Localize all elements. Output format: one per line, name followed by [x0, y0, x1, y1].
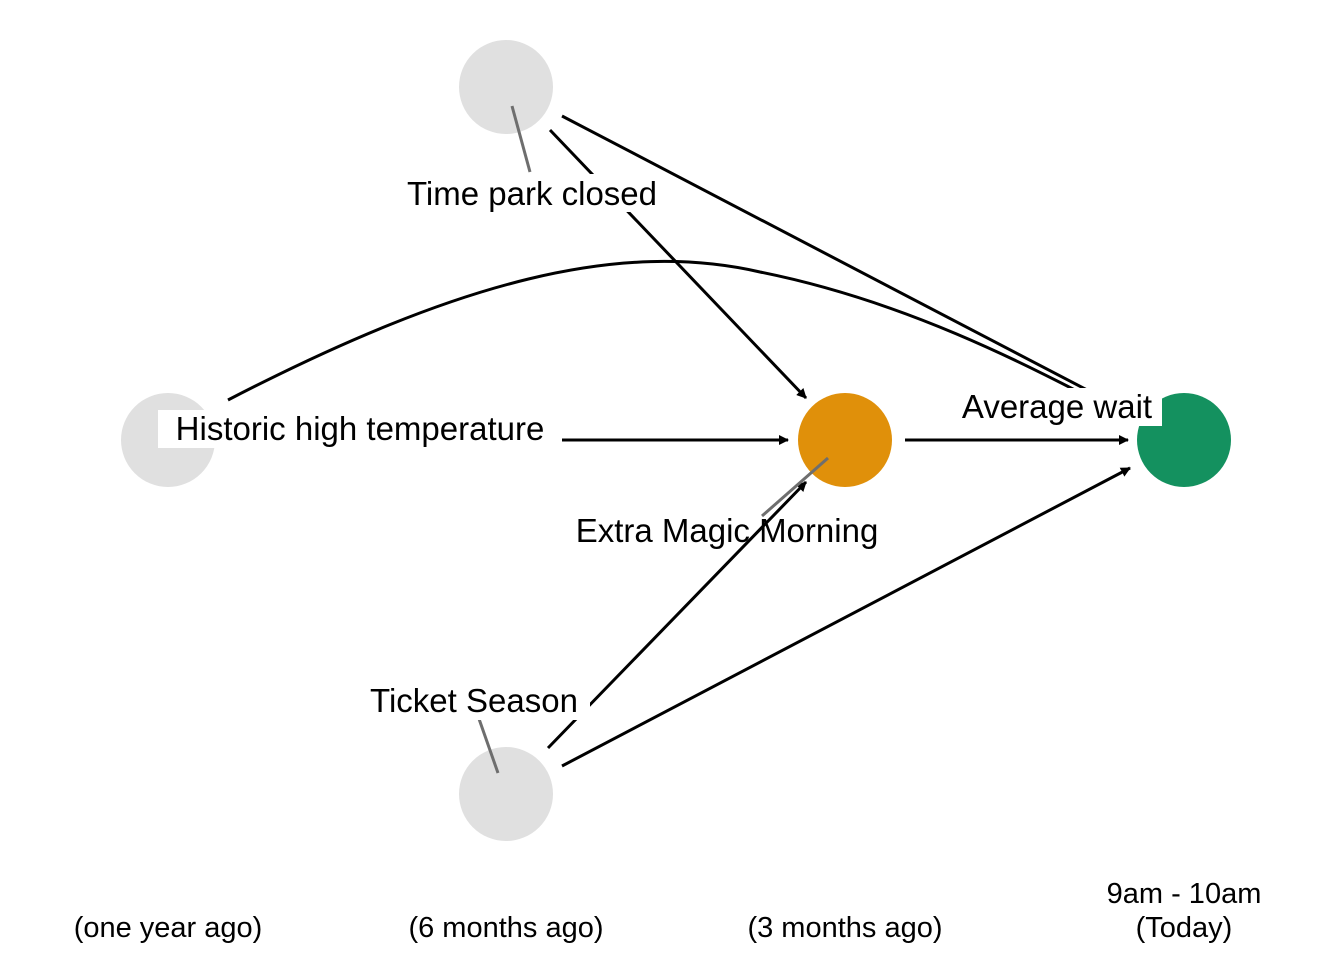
label-bg-time-park-closed: [394, 174, 670, 212]
label-leaders: [476, 105, 829, 774]
label-ticket-season: Ticket Season: [370, 682, 578, 719]
time-label-one-year-ago: (one year ago): [74, 912, 263, 944]
leader-ticket-season: [476, 715, 500, 774]
time-label-today: (Today): [1136, 912, 1233, 944]
node-ticket-season[interactable]: [459, 747, 553, 841]
label-historic-high-temperature: Historic high temperature: [176, 410, 545, 447]
edge-ticket-season-to-average-wait: [561, 466, 1131, 768]
time-label-6-months-ago: (6 months ago): [408, 912, 603, 944]
node-labels: Time park closed Historic high temperatu…: [158, 174, 1162, 720]
time-label-today-hours: 9am - 10am: [1107, 878, 1262, 910]
label-bg-ticket-season: [360, 682, 590, 720]
label-bg-historic-high-temperature: [158, 410, 562, 448]
leader-extra-magic-morning: [761, 456, 829, 518]
time-axis: (one year ago) (6 months ago) (3 months …: [74, 878, 1262, 944]
edge-historic-high-temperature-to-average-wait: [227, 259, 1129, 420]
edge-time-park-closed-to-extra-magic-morning: [548, 128, 808, 400]
leader-time-park-closed: [510, 105, 532, 173]
label-time-park-closed: Time park closed: [407, 175, 657, 212]
edge-time-park-closed-to-average-wait: [561, 114, 1136, 417]
node-time-park-closed[interactable]: [459, 40, 553, 134]
time-label-3-months-ago: (3 months ago): [747, 912, 942, 944]
edge-ticket-season-to-extra-magic-morning: [546, 480, 808, 750]
label-bg-average-wait: [950, 388, 1162, 426]
label-extra-magic-morning: Extra Magic Morning: [576, 512, 879, 549]
label-average-wait: Average wait: [962, 388, 1152, 425]
